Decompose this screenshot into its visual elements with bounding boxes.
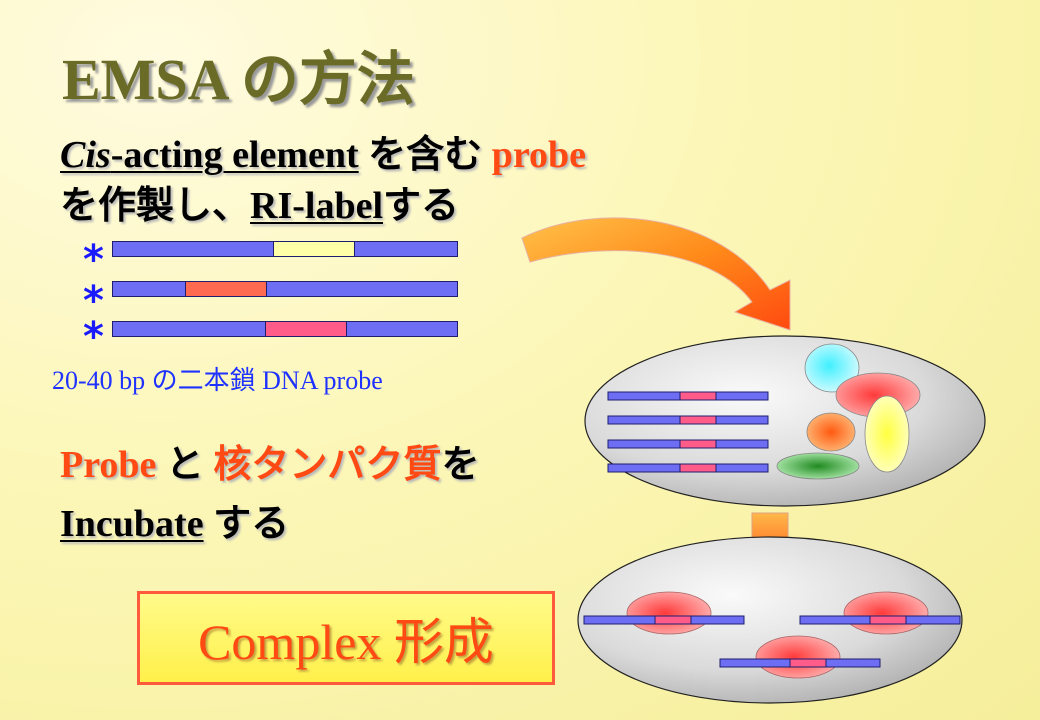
step1-line2: を作製し、RI-labelする — [60, 174, 459, 229]
complex-formation-box: Complex 形成 — [137, 591, 555, 685]
incubate-text: Incubate — [60, 503, 204, 545]
protein-dna-complexes — [583, 591, 961, 679]
suru-text-2: する — [203, 503, 290, 545]
acting-element-text: -acting element — [110, 134, 359, 176]
probe-caption: 20-40 bp の二本鎖 DNA probe — [52, 366, 383, 395]
nuclear-protein-text: 核タンパク質 — [213, 444, 442, 486]
free-probes — [607, 391, 769, 473]
ri-label-text: RI-label — [250, 185, 384, 227]
nuclear-proteins — [776, 343, 921, 480]
slide-title: EMSA の方法 — [62, 47, 415, 112]
asterisk-label-2: * — [83, 278, 104, 324]
suru-text-1: する — [383, 185, 460, 227]
contains-text: を含む — [358, 134, 492, 176]
asterisk-label-1: * — [83, 237, 104, 283]
probe-strand-3 — [112, 321, 458, 337]
probe-word: Probe — [60, 444, 157, 486]
element-segment-yellow — [273, 242, 355, 256]
asterisk-label-3: * — [83, 314, 104, 360]
complex-label: Complex 形成 — [198, 614, 494, 670]
make-text: を作製し、 — [60, 185, 251, 227]
to-text: と — [156, 444, 214, 486]
step2-line2: Incubate する — [60, 492, 289, 547]
probe-text: probe — [491, 134, 587, 176]
step1-line1: Cis-acting element を含む probe — [60, 123, 586, 178]
cis-text: Cis — [60, 134, 111, 176]
wo-text: を — [441, 444, 480, 486]
probe-strand-2 — [112, 281, 458, 297]
element-segment-red — [185, 282, 267, 296]
element-segment-pink — [265, 322, 347, 336]
curved-arrow — [521, 217, 791, 331]
probe-strand-1 — [112, 241, 458, 257]
step2-line1: Probe と 核タンパク質を — [60, 433, 479, 488]
